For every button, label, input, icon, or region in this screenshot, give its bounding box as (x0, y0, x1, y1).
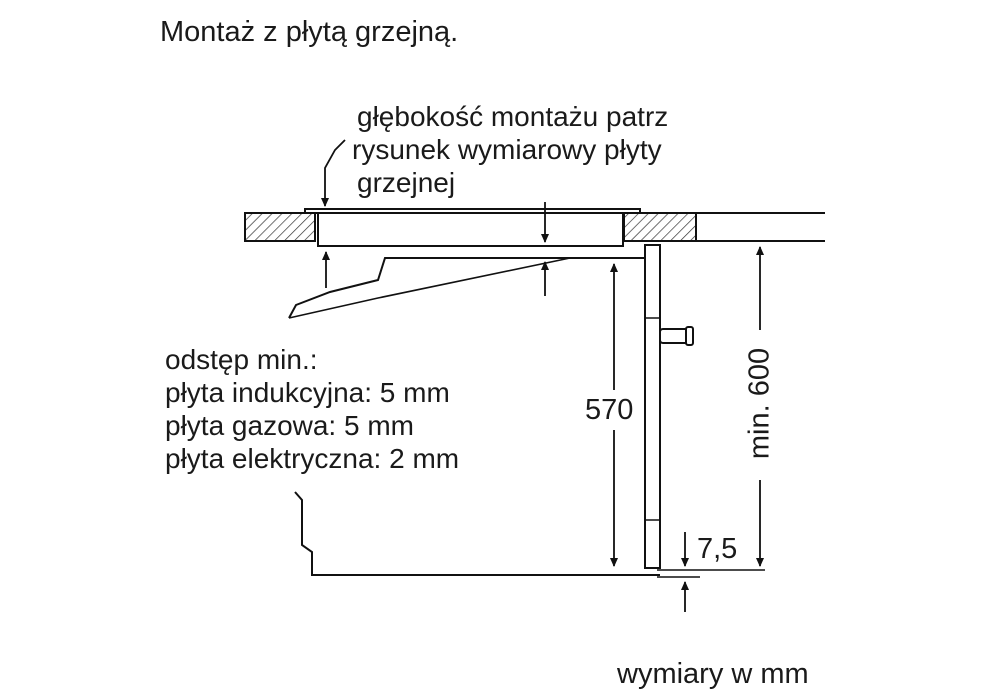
clearance-note-line: płyta elektryczna: 2 mm (165, 443, 460, 474)
depth-note-leader (321, 139, 346, 207)
oven-bottom (294, 491, 660, 576)
oven-top-inner (288, 257, 571, 319)
oven-knob-cap (685, 326, 694, 346)
dim-570-label: 570 (585, 394, 634, 426)
oven-top (288, 257, 645, 319)
clearance-note-line: płyta gazowa: 5 mm (165, 410, 414, 441)
depth-note: głębokość montażu patrz rysunek wymiarow… (352, 100, 668, 199)
depth-note-line: głębokość montażu patrz (357, 101, 669, 132)
dim-7-5-label: 7,5 (697, 533, 738, 565)
worktop-left (244, 212, 316, 242)
oven-front-detail (645, 317, 661, 521)
clearance-note: odstęp min.: płyta indukcyjna: 5 mm płyt… (165, 343, 459, 475)
depth-note-line: rysunek wymiarowy płyty (352, 134, 662, 165)
dim-600-label: min. 600 (743, 347, 776, 460)
depth-note-line: grzejnej (357, 167, 456, 198)
clearance-note-line: płyta indukcyjna: 5 mm (165, 377, 450, 408)
hob (304, 208, 641, 247)
page-title: Montaż z płytą grzejną. (160, 16, 459, 48)
oven-front-panel (644, 244, 661, 569)
units-note: wymiary w mm (617, 658, 809, 690)
worktop-right (623, 212, 697, 242)
clearance-note-line: odstęp min.: (165, 344, 318, 375)
